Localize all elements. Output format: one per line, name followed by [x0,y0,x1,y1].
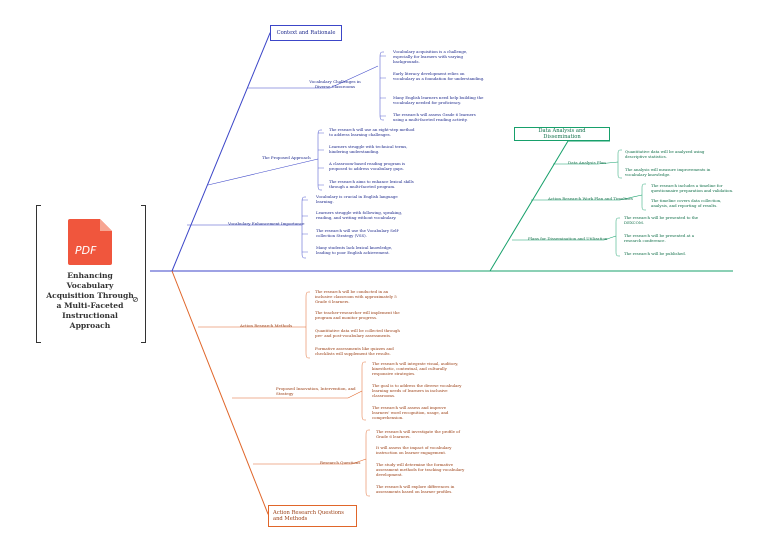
leaf-item: The research will be conducted in an inc… [315,289,397,304]
root-title: Enhancing Vocabulary Acquisition Through… [46,271,134,330]
branch-label: Action Research Questions and Methods [273,509,344,522]
bracket-questions [365,429,371,497]
sub-action-research-methods[interactable]: Action Research Methods [240,323,293,328]
leaf-item: The research will integrate visual, audi… [372,361,459,376]
leaf-item: The goal is to address the diverse vocab… [372,383,462,398]
bracket-innovation [361,361,367,421]
bracket-vocab-importance [301,196,307,259]
branch-context-and-rationale[interactable]: Context and Rationale [270,25,342,41]
pdf-file-icon: PDF [66,217,114,267]
leaf-item: The timeline covers data collection, ana… [651,198,722,208]
leaf-item: The research will use an eight-step meth… [329,127,415,137]
pdf-label: PDF [75,244,97,257]
leaf-item: The research will explore differences in… [376,484,455,494]
branch-data-analysis-and-dissemination[interactable]: Data Analysis and Dissemination [514,127,610,141]
leaf-item: The research will investigate the profil… [376,429,460,439]
leaf-item: The research will assess and improve lea… [372,405,449,420]
bracket-work-plan [641,183,647,211]
bracket-data-plan [617,149,623,179]
leaf-item: Vocabulary is crucial in English languag… [316,194,398,204]
leaf-item: Many English learners need help building… [393,95,484,105]
branch-label: Data Analysis and Dissemination [538,127,586,140]
leaf-item: Quantitative data will be analyzed using… [625,149,705,159]
leaf-item: Learners struggle with technical terms, … [329,144,408,154]
leaf-item: The research will assess Grade 6 learner… [393,112,476,122]
sub-innovation-line [232,390,363,399]
leaf-item: Quantitative data will be collected thro… [315,328,400,338]
root-bracket-right [141,205,146,343]
leaf-item: The research will be published. [624,251,687,256]
root-bracket-left [36,205,41,343]
leaf-item: The research includes a timeline for que… [651,183,734,193]
leaf-item: The research will be presented to the DE… [624,215,699,225]
leaf-item: Early literacy development relies on voc… [393,71,485,81]
sub-questions-line [253,458,367,465]
root-topic[interactable]: PDF Enhancing Vocabulary Acquisition Thr… [36,205,146,343]
leaf-item: Many students lack lexical knowledge, le… [316,245,393,255]
leaf-item: The analysis will measure improvements i… [625,167,711,177]
sub-dissemination-line [512,235,617,241]
leaf-item: Formative assessments like quizzes and c… [315,346,394,356]
sub-dissemination-plans[interactable]: Plans for Dissemination and Utilization [528,236,608,241]
bracket-vocab-challenges [379,51,385,121]
bracket-dissemination [615,217,621,257]
leaf-item: The research will use the Vocabulary Sel… [316,228,400,238]
sub-vocab-challenges-line [247,65,379,89]
leaf-item: Learners struggle with following, speaki… [316,210,403,220]
sub-proposed-approach[interactable]: The Proposed Approach [262,155,311,160]
leaf-item: The study will determine the formative a… [376,462,465,477]
sub-proposed-approach-line [207,158,319,186]
leaf-item: Vocabulary acquisition is a challenge, e… [393,49,468,64]
sub-work-plan-and-timelines[interactable]: Action Research Work Plan and Timelines [548,196,633,201]
branch-label: Context and Rationale [276,29,336,36]
sub-vocabulary-challenges[interactable]: Vocabulary Challenges in Diverse Classro… [309,79,361,89]
sub-data-analysis-plan[interactable]: Data Analysis Plan [568,160,606,165]
branch-data-line [489,140,610,272]
sub-work-plan-line [531,194,643,201]
bracket-proposed-approach [317,129,323,191]
leaf-item: The research will be presented at a rese… [624,233,695,243]
leaf-item: The research aims to enhance lexical ski… [329,179,414,189]
bracket-action-methods [305,291,311,359]
sub-proposed-innovation[interactable]: Proposed Innovation, Intervention, and S… [276,386,356,396]
leaf-item: The teacher-researcher will implement th… [315,310,400,320]
sub-vocabulary-enhancement[interactable]: Vocabulary Enhancement Importance [228,221,305,226]
paperclip-icon[interactable]: ⊘ [132,295,139,304]
leaf-item: A classroom-based reading program is pro… [329,161,406,171]
sub-data-plan-line [553,161,619,165]
branch-action-research-questions-and-methods[interactable]: Action Research Questions and Methods [268,505,357,527]
leaf-item: It will assess the impact of vocabulary … [376,445,452,455]
sub-research-questions[interactable]: Research Questions [320,460,361,465]
